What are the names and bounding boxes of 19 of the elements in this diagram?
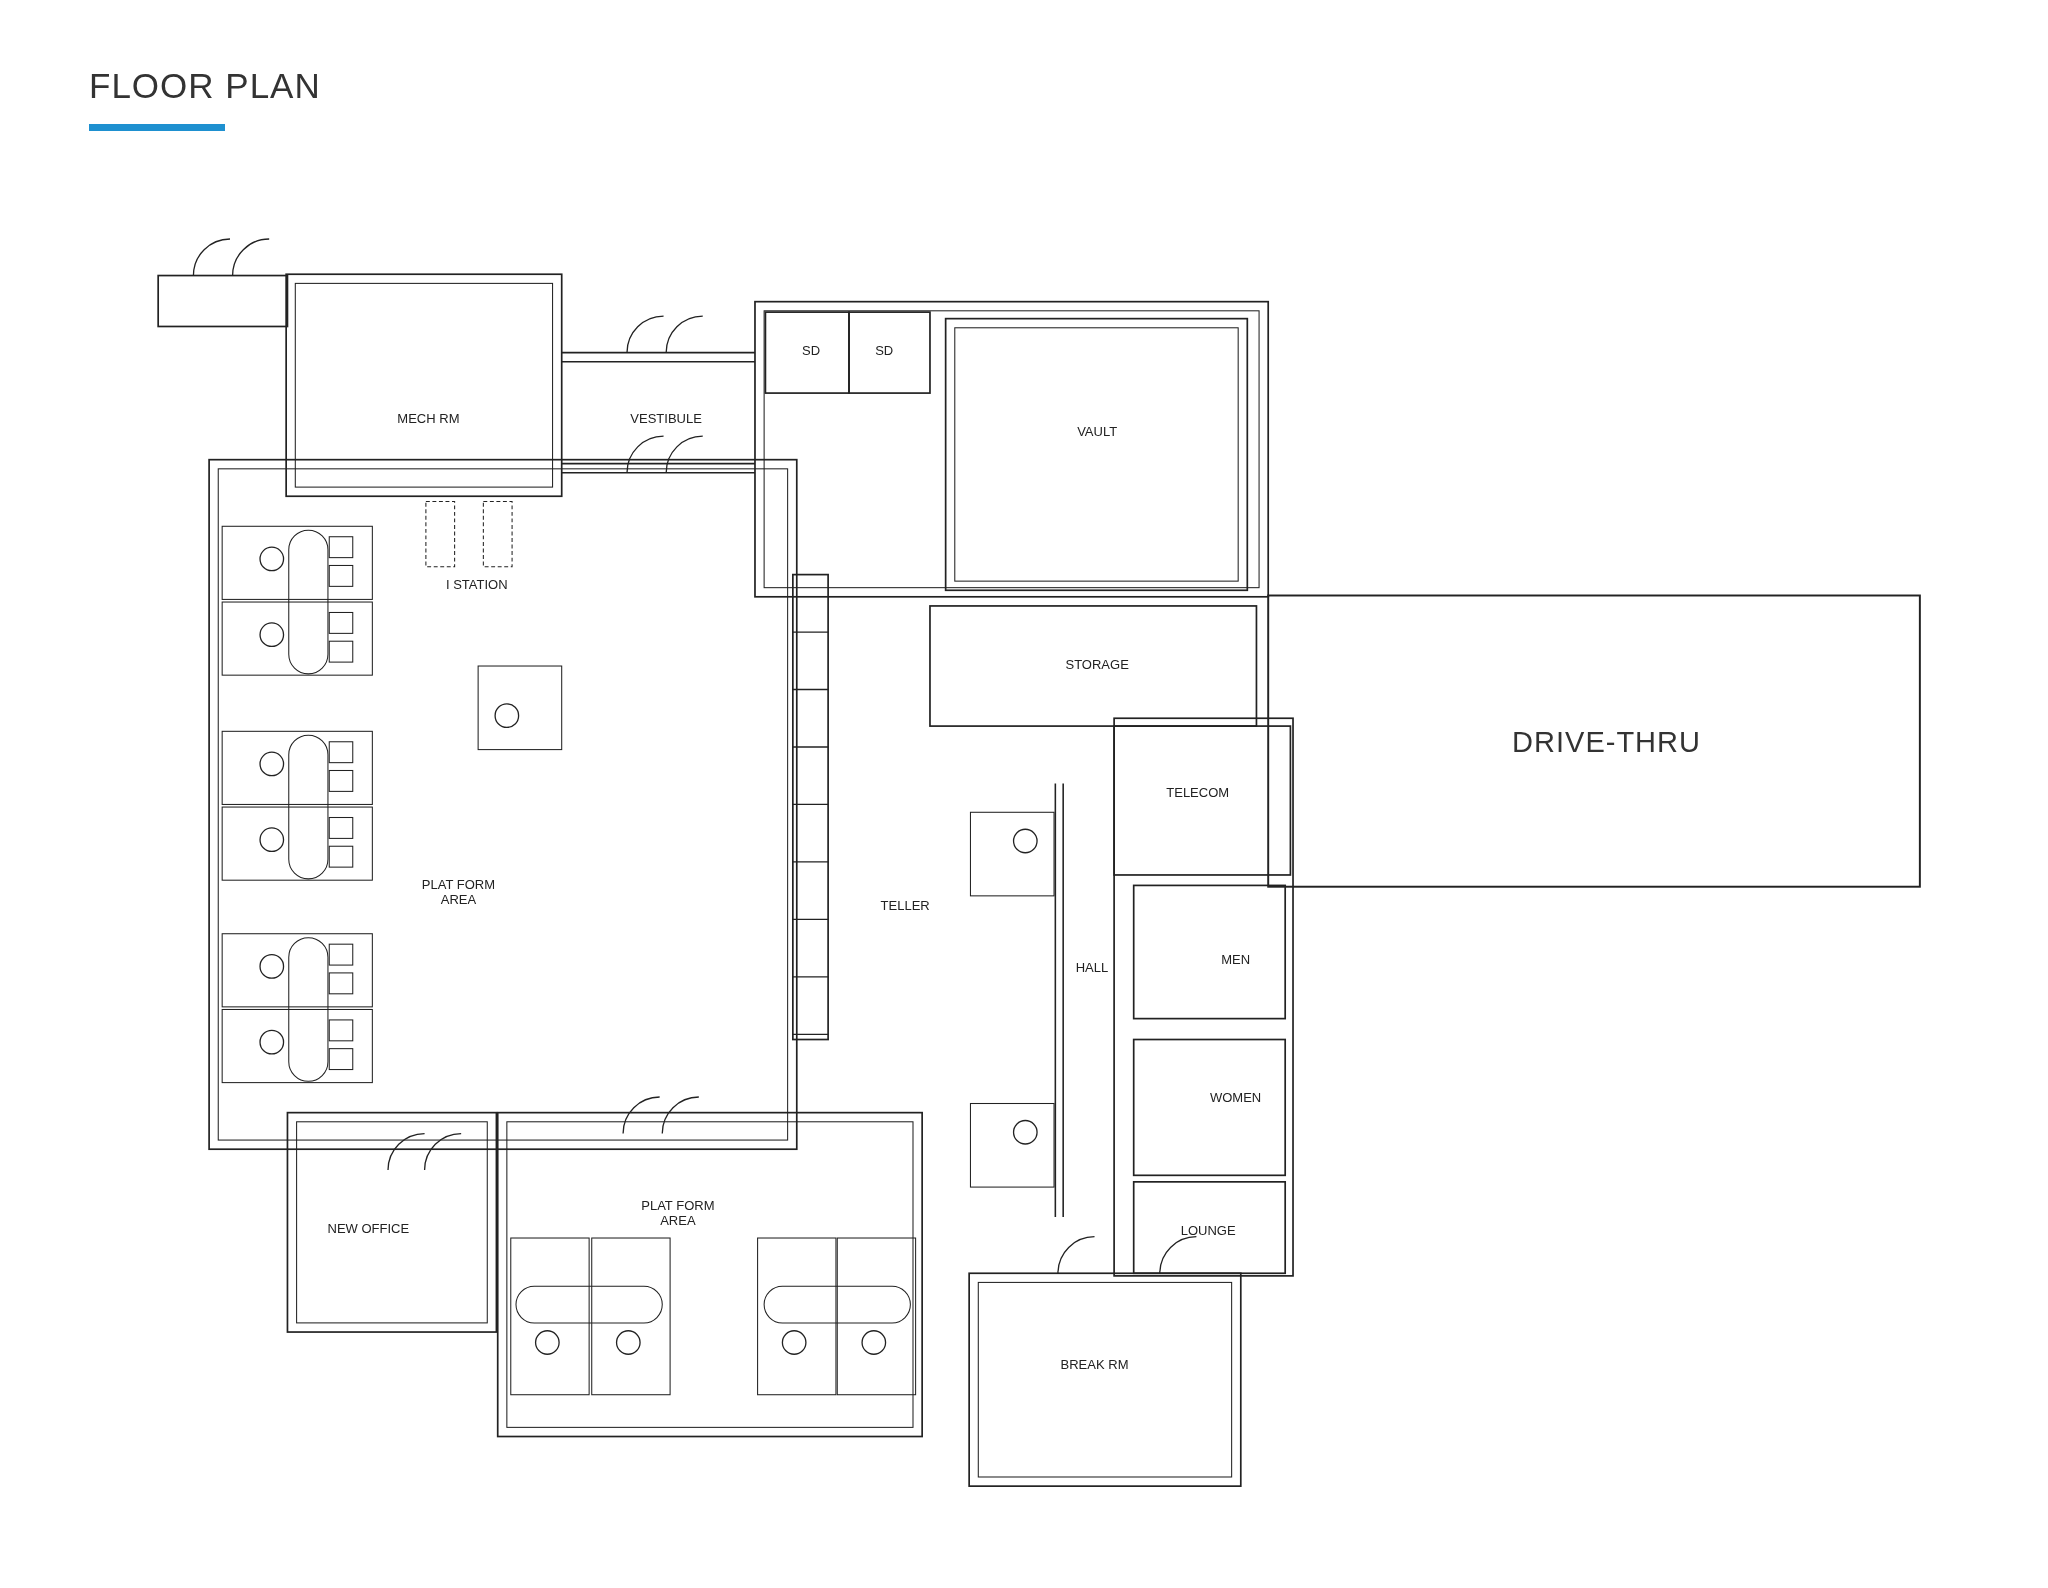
room-label: SD [875,342,894,358]
room-label: NEW OFFICE [327,1220,410,1236]
room-label: VESTIBULE [630,410,702,426]
room-label: SD [802,342,821,358]
room-label: I STATION [445,576,508,592]
room-label: VAULT [1077,423,1118,439]
room-label: TELECOM [1166,784,1230,799]
room-label: DRIVE-THRU [1512,725,1701,759]
room-label: TELLER [880,897,930,913]
room-label: HALL [1075,959,1109,974]
room-label: STORAGE [1065,656,1129,671]
room-label: PLAT FORM AREA [420,877,497,908]
room-label: MECH RM [397,410,460,426]
room-label: BREAK RM [1060,1356,1129,1372]
room-label: WOMEN [1209,1089,1262,1105]
room-label: LOUNGE [1180,1222,1236,1238]
room-label: MEN [1221,951,1250,967]
room-label: PLAT FORM AREA [640,1198,716,1229]
page-title: FLOOR PLAN [89,66,321,106]
